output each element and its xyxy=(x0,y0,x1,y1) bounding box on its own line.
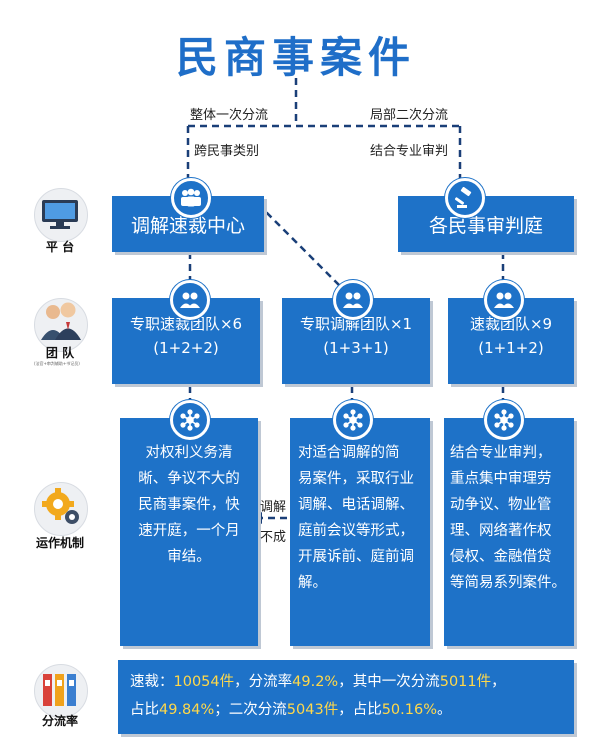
mediation-fail-label-1: 调解 xyxy=(260,500,287,515)
operation-line: 庭前会议等形式， xyxy=(298,523,414,539)
stats-value: 49.2% xyxy=(292,674,339,690)
operation-line: 重点集中审理劳 xyxy=(450,471,552,487)
operation-line: 速开庭，一个月 xyxy=(138,523,240,539)
team-name: 专职调解团队×1 xyxy=(299,315,413,333)
operation-line: 易案件，采取行业 xyxy=(298,471,414,487)
monitor-icon xyxy=(42,200,78,229)
operation-box-2: 对适合调解的简 易案件，采取行业 调解、电话调解、 庭前会议等形式， 开展诉前、… xyxy=(290,418,430,646)
operation-line: 结合专业审判， xyxy=(450,445,552,461)
operation-box-3: 结合专业审判， 重点集中审理劳 动争议、物业管 理、网络著作权 侵权、金融借贷 … xyxy=(444,418,574,646)
stats-line-1: 速裁：10054件，分流率49.2%，其中一次分流5011件， xyxy=(130,668,562,696)
stats-text: ， xyxy=(491,674,506,690)
people-group-icon xyxy=(171,178,211,218)
gavel-icon xyxy=(445,178,485,218)
gears-icon xyxy=(42,488,79,524)
stats-text: 速裁： xyxy=(130,674,174,690)
team-composition: (1+2+2) xyxy=(153,339,219,357)
team-side-circle xyxy=(34,298,88,352)
stats-text: ，其中一次分流 xyxy=(338,674,440,690)
operation-line: 晰、争议不大的 xyxy=(138,471,240,487)
network-icon xyxy=(170,400,210,440)
team-box-2: 专职调解团队×1 (1+3+1) xyxy=(282,298,430,384)
operation-line: 解。 xyxy=(298,575,327,591)
stats-value: 49.84% xyxy=(159,702,215,718)
stats-value: 10054件 xyxy=(173,674,235,690)
mediation-fail-label-2: 不成 xyxy=(260,530,287,545)
diversion-side-label: 分流率 xyxy=(41,714,78,728)
branch-left-label-1: 整体一次分流 xyxy=(190,108,269,123)
stats-text: ，分流率 xyxy=(234,674,293,690)
branch-right-label-2: 结合专业审判 xyxy=(370,144,449,159)
operation-line: 审结。 xyxy=(167,549,211,565)
team-people-icon xyxy=(170,280,210,320)
binders-icon xyxy=(43,674,76,706)
team-side-sublabel: (法官+审判辅助+书记员) xyxy=(34,361,80,366)
team-name: 专职速裁团队×6 xyxy=(129,315,243,333)
operation-line: 理、网络著作权 xyxy=(450,523,552,539)
operation-line: 调解、电话调解、 xyxy=(298,497,414,513)
branch-left-label-2: 跨民事类别 xyxy=(194,144,260,159)
team-side-label: 团 队 xyxy=(45,346,75,360)
operation-box-1: 对权利义务清 晰、争议不大的 民商事案件，快 速开庭，一个月 审结。 xyxy=(120,418,258,646)
stats-text: 。 xyxy=(437,702,452,718)
team-composition: (1+1+2) xyxy=(478,339,544,357)
stats-line-2: 占比49.84%；二次分流5043件，占比50.16%。 xyxy=(130,696,562,724)
network-icon xyxy=(484,400,524,440)
stats-text: ，占比 xyxy=(338,702,382,718)
team-composition: (1+3+1) xyxy=(323,339,389,357)
operation-side-label: 运作机制 xyxy=(35,536,84,550)
stats-value: 5043件 xyxy=(286,702,339,718)
stats-text: 占比 xyxy=(130,702,159,718)
civil-courts-box: 各民事审判庭 xyxy=(398,196,574,252)
branch-right-label-1: 局部二次分流 xyxy=(370,108,449,123)
operation-line: 民商事案件，快 xyxy=(138,497,240,513)
stats-text: ；二次分流 xyxy=(214,702,287,718)
operation-line: 等简易系列案件。 xyxy=(450,575,566,591)
stats-value: 5011件 xyxy=(439,674,492,690)
operation-line: 动争议、物业管 xyxy=(450,497,552,513)
platform-side-label: 平 台 xyxy=(45,240,75,254)
team-people-icon xyxy=(333,280,373,320)
team-name: 速裁团队×9 xyxy=(469,315,553,333)
network-icon xyxy=(333,400,373,440)
operation-line: 开展诉前、庭前调 xyxy=(298,549,414,565)
business-people-icon xyxy=(41,302,81,340)
operation-line: 侵权、金融借贷 xyxy=(450,549,552,565)
operation-line: 对适合调解的简 xyxy=(298,445,400,461)
center-to-team2-line xyxy=(257,203,347,293)
stats-value: 50.16% xyxy=(381,702,437,718)
page-title: 民商事案件 xyxy=(175,33,416,82)
team-people-icon xyxy=(484,280,524,320)
team-box-1: 专职速裁团队×6 (1+2+2) xyxy=(112,298,260,384)
diversion-stats-box: 速裁：10054件，分流率49.2%，其中一次分流5011件， 占比49.84%… xyxy=(118,660,574,734)
team-box-3: 速裁团队×9 (1+1+2) xyxy=(448,298,574,384)
operation-line: 对权利义务清 xyxy=(145,445,233,461)
